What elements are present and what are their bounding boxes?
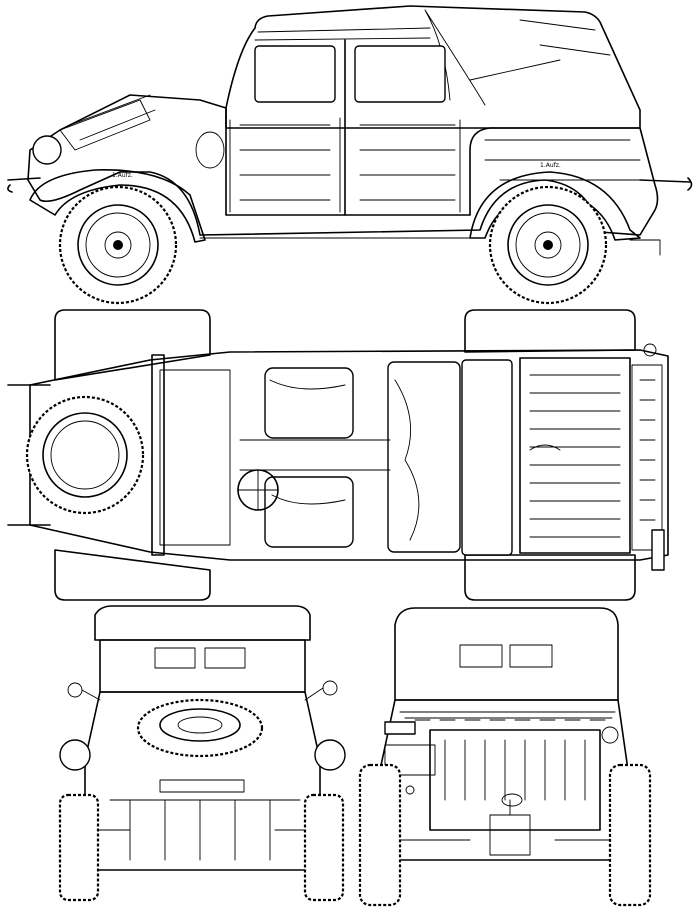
front-spare-wheel <box>136 698 264 758</box>
top-steering-wheel <box>237 469 279 511</box>
side-front-wheel <box>58 185 178 305</box>
side-body-tub <box>27 94 659 236</box>
front-headlight-left <box>59 739 91 771</box>
front-windshield <box>99 639 306 693</box>
top-front-seat-left <box>264 367 354 439</box>
side-front-window <box>254 45 336 103</box>
rear-wheel-right <box>608 763 652 907</box>
top-windshield <box>151 354 165 556</box>
side-view: 1.Aufz. 1.Aufz. <box>7 5 693 305</box>
front-fender-label: 1.Aufz. <box>112 172 133 179</box>
top-front-fender-lower <box>54 549 211 601</box>
top-rear-fender-lower <box>464 554 636 601</box>
top-front-seat-right <box>264 476 354 548</box>
top-view <box>7 309 669 601</box>
top-rear-fender-upper <box>464 309 636 353</box>
top-engine-lid <box>519 357 631 554</box>
top-rear-bench <box>387 361 461 553</box>
rear-body <box>379 699 629 861</box>
front-wheel-right <box>303 793 345 902</box>
rear-wheel-left <box>358 763 402 907</box>
front-canvas-top <box>94 605 311 641</box>
top-body-outline <box>29 349 669 561</box>
rear-fender-label: 1.Aufz. <box>540 162 561 169</box>
top-front-fender-upper <box>54 309 211 381</box>
top-spare-wheel <box>25 395 145 515</box>
side-canvas-top <box>225 5 641 129</box>
side-rear-window <box>354 45 446 103</box>
front-headlight-right <box>314 739 346 771</box>
side-headlight <box>32 135 62 165</box>
rear-engine-lid <box>429 729 601 831</box>
front-view <box>58 605 346 902</box>
side-front-fender <box>29 169 206 243</box>
rear-canvas-top <box>394 607 619 701</box>
side-rear-wheel <box>488 185 608 305</box>
front-wheel-left <box>58 793 100 902</box>
rear-view <box>358 607 652 907</box>
